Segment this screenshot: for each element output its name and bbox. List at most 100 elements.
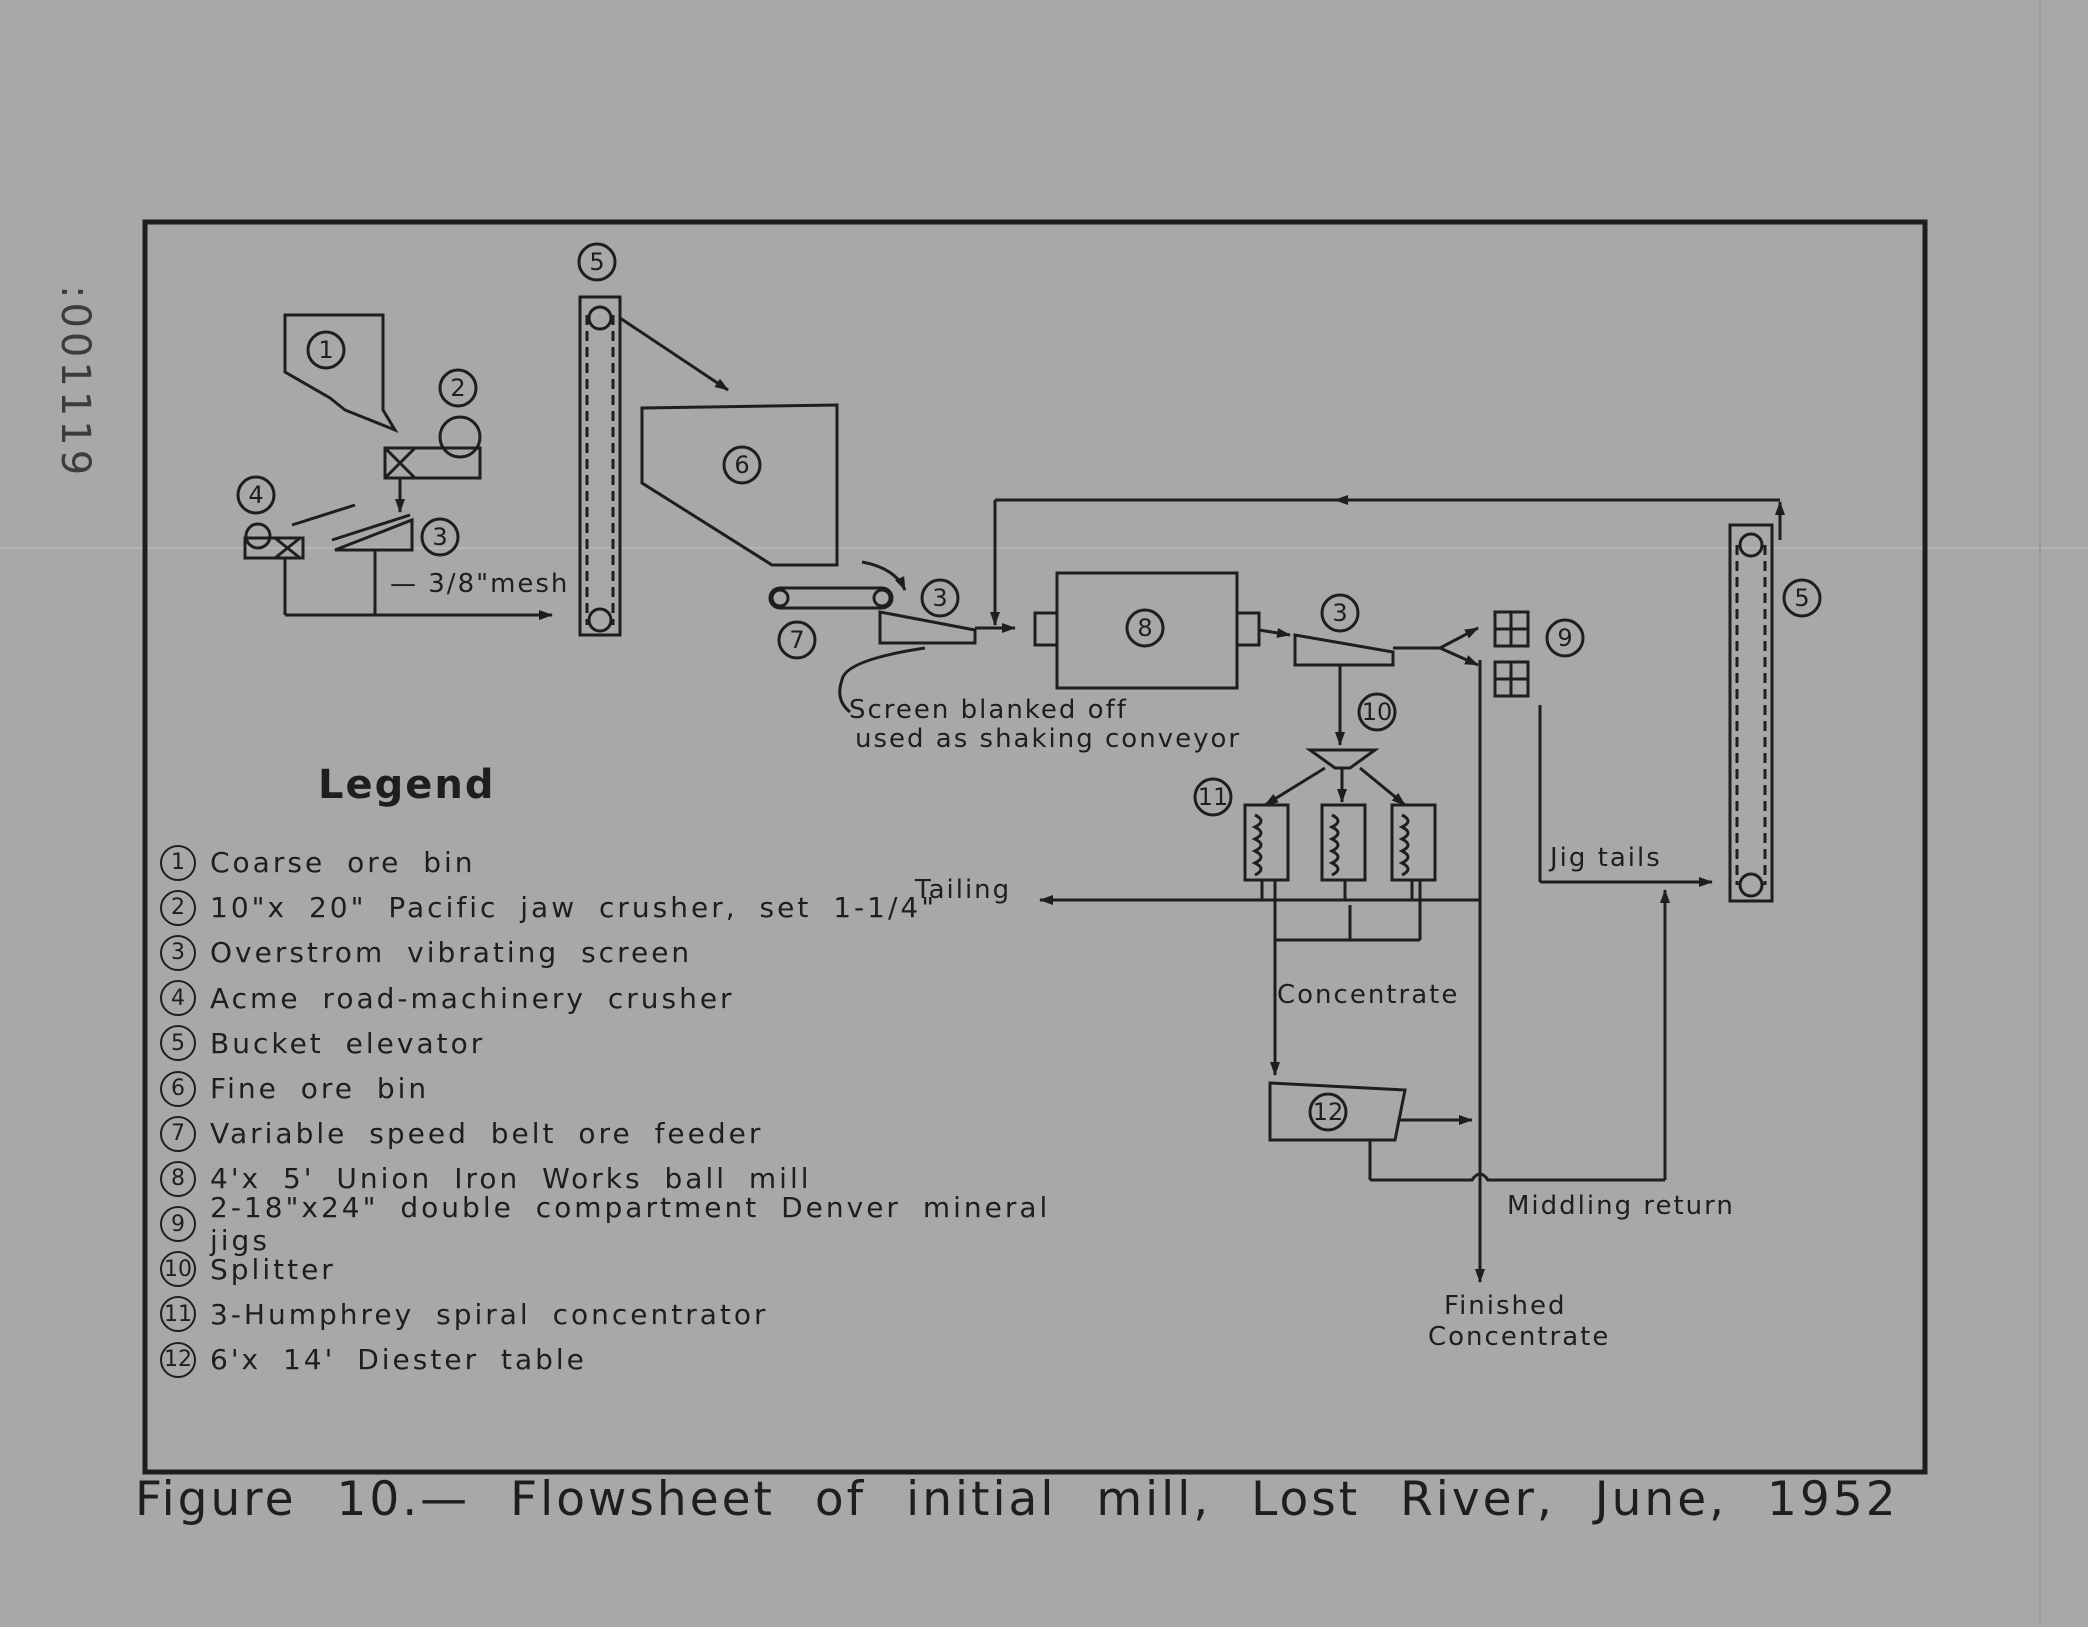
oversize-line: [291, 503, 356, 527]
node-badge: [722, 445, 762, 485]
node-number: 6: [734, 451, 749, 479]
diagram-frame: [142, 219, 1928, 1475]
legend-item-text: Bucket elevator: [210, 1026, 486, 1060]
legend-item-text: 3-Humphrey spiral concentrator: [210, 1297, 769, 1331]
node-badge: [1357, 692, 1397, 732]
legend-number-badge: 10: [160, 1251, 196, 1288]
legend-title: Legend: [318, 762, 496, 808]
legend-item-text: 2-18"x24" double compartment Denver mine…: [210, 1191, 1051, 1258]
flow-arrow: [1439, 626, 1479, 650]
diester-table: [1268, 1081, 1407, 1142]
middling-return-label: Middling return: [1507, 1191, 1735, 1221]
road-crusher: [243, 536, 305, 560]
flow-arrow: [1264, 766, 1326, 807]
middling-line: [1370, 1172, 1665, 1182]
road-crusher-wheel: [244, 522, 272, 550]
legend-number-badge: 8: [160, 1160, 196, 1197]
screen-label-line2: used as shaking conveyor: [855, 724, 1241, 754]
node-badge: [236, 475, 276, 515]
vibrating-screen-b: [878, 610, 977, 645]
flow-arrow: [619, 316, 729, 392]
flow-arrow: [1439, 646, 1479, 667]
node-badge: [1782, 578, 1822, 618]
tailing-label: Tailing: [914, 875, 1011, 905]
bucket-elevator-right: [1728, 523, 1774, 903]
node-badge: [1193, 777, 1233, 817]
node-number: 4: [248, 481, 263, 509]
vibrating-screen-c: [1293, 633, 1395, 667]
flow-arrow: [861, 560, 907, 591]
legend-item-text: Fine ore bin: [210, 1072, 430, 1106]
legend-number-badge: 7: [160, 1115, 196, 1152]
mesh-label: — 3/8"mesh: [390, 569, 569, 599]
node-number: 10: [1362, 698, 1393, 726]
leader-curve: [838, 646, 926, 714]
legend-number-badge: 5: [160, 1025, 196, 1062]
jaw-crusher: [383, 446, 482, 480]
legend-item: 4 Acme road-machinery crusher: [160, 976, 1120, 1021]
legend-item: 12 6'x 14' Diester table: [160, 1337, 1120, 1382]
jig-hatch: [1495, 612, 1528, 696]
node-number: 8: [1137, 614, 1152, 642]
jig-tails-label: Jig tails: [1548, 843, 1662, 873]
node-number: 12: [1313, 1098, 1344, 1126]
legend-item-text: Splitter: [210, 1252, 336, 1286]
legend-number-badge: 6: [160, 1070, 196, 1107]
elevator-pulley: [1738, 872, 1764, 898]
figure-caption: Figure 10.— Flowsheet of initial mill, L…: [135, 1472, 1899, 1527]
node-badge: [920, 578, 960, 618]
spiral-coil: [1251, 813, 1410, 877]
belt-pulley: [770, 588, 790, 608]
legend-number-badge: 9: [160, 1206, 196, 1243]
legend-item: 9 2-18"x24" double compartment Denver min…: [160, 1191, 1120, 1257]
legend-number-badge: 2: [160, 889, 196, 926]
legend-number-badge: 12: [160, 1341, 196, 1378]
legend-item-text: 4'x 5' Union Iron Works ball mill: [210, 1162, 812, 1196]
belt-pulley: [872, 588, 892, 608]
concentrate-label: Concentrate: [1277, 980, 1459, 1010]
jaw-crusher-cross: [383, 446, 417, 480]
node-number: 3: [1332, 599, 1347, 627]
node-number: 2: [450, 374, 465, 402]
finished-label-line2: Concentrate: [1428, 1322, 1610, 1352]
node-number: 3: [432, 523, 447, 551]
finished-label-line1: Finished: [1444, 1291, 1567, 1321]
ball-mill-trunnion: [1033, 611, 1059, 647]
legend-number-badge: 3: [160, 934, 196, 971]
legend-item: 6 Fine ore bin: [160, 1066, 1120, 1111]
elevator-hatch: [1735, 545, 1767, 885]
ball-mill-trunnion: [1235, 611, 1261, 647]
spiral-concentrator: [1390, 803, 1437, 882]
spiral-concentrator: [1320, 803, 1367, 882]
legend-item: 3 Overstrom vibrating screen: [160, 930, 1120, 975]
elevator-hatch: [585, 315, 615, 625]
legend-number-badge: 4: [160, 980, 196, 1017]
node-badge: [420, 517, 460, 557]
legend-item-text: Coarse ore bin: [210, 846, 476, 880]
legend-item-text: 6'x 14' Diester table: [210, 1343, 587, 1377]
node-badge: [1320, 593, 1360, 633]
node-badge: [438, 368, 478, 408]
spiral-concentrator: [1243, 803, 1290, 882]
node-badge: [1125, 608, 1165, 648]
flow-arrow: [1359, 766, 1406, 807]
legend-item-text: Overstrom vibrating screen: [210, 936, 693, 970]
legend-item: 5 Bucket elevator: [160, 1021, 1120, 1066]
splitter: [1305, 748, 1380, 770]
legend-item: 8 4'x 5' Union Iron Works ball mill: [160, 1156, 1120, 1201]
node-badge: [777, 620, 817, 660]
legend-item-text: Acme road-machinery crusher: [210, 981, 735, 1015]
node-number: 9: [1557, 624, 1572, 652]
coarse-ore-bin: [283, 313, 399, 434]
screen-label-line1: Screen blanked off: [849, 695, 1128, 725]
road-crusher-cross: [274, 536, 301, 560]
node-badge: [1308, 1092, 1348, 1132]
flow-arrow: [1258, 627, 1291, 638]
